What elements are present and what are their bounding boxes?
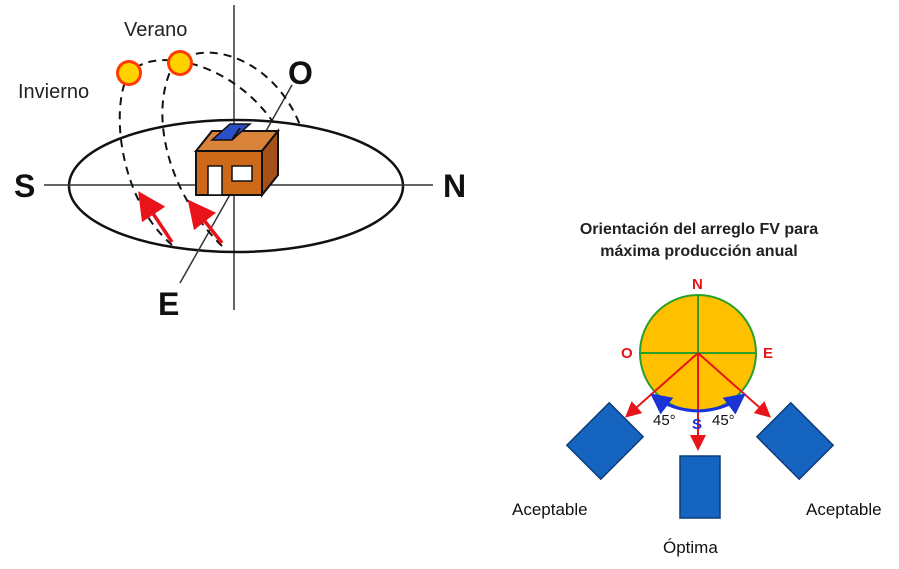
orientation-diagram (565, 294, 835, 519)
winter-label: Invierno (18, 81, 90, 103)
panel-right-label: Aceptable (806, 500, 882, 519)
compass-north-label: N (692, 276, 703, 293)
panel-left-label: Aceptable (512, 500, 588, 519)
cardinal-south-label: S (14, 168, 36, 204)
horizon-ellipse (67, 118, 405, 254)
angle-arc-right (697, 393, 746, 415)
solar-panel-icon (210, 123, 252, 141)
compass-south-label: S (692, 416, 703, 433)
orientation-title: Orientación del arreglo FV para máxima p… (529, 219, 869, 262)
winter-path-arrow (138, 191, 174, 243)
cardinal-west-label: O (288, 55, 313, 91)
panel-center-label: Óptima (663, 538, 718, 557)
panel-left (565, 401, 645, 481)
panel-right (755, 401, 835, 481)
angle-left-label: 45° (653, 412, 676, 429)
summer-sun-icon (167, 50, 193, 76)
house-icon (193, 128, 281, 198)
summer-path-arrow (187, 199, 224, 245)
summer-label: Verano (124, 19, 188, 41)
arrow-southeast (697, 352, 771, 418)
angle-arc-left (650, 393, 699, 415)
sun-path-diagram (44, 5, 433, 310)
cardinal-north-label: N (443, 168, 467, 204)
orientation-title-line1: Orientación del arreglo FV para (579, 221, 819, 238)
panel-center (679, 455, 721, 519)
arrow-southwest (625, 352, 699, 418)
orientation-title-line2: máxima producción anual (600, 242, 798, 260)
angle-right-label: 45° (712, 412, 735, 429)
compass-east-label: E (763, 345, 774, 362)
compass-west-label: O (621, 345, 633, 362)
winter-sun-icon (116, 60, 142, 86)
cardinal-east-label: E (158, 286, 180, 322)
